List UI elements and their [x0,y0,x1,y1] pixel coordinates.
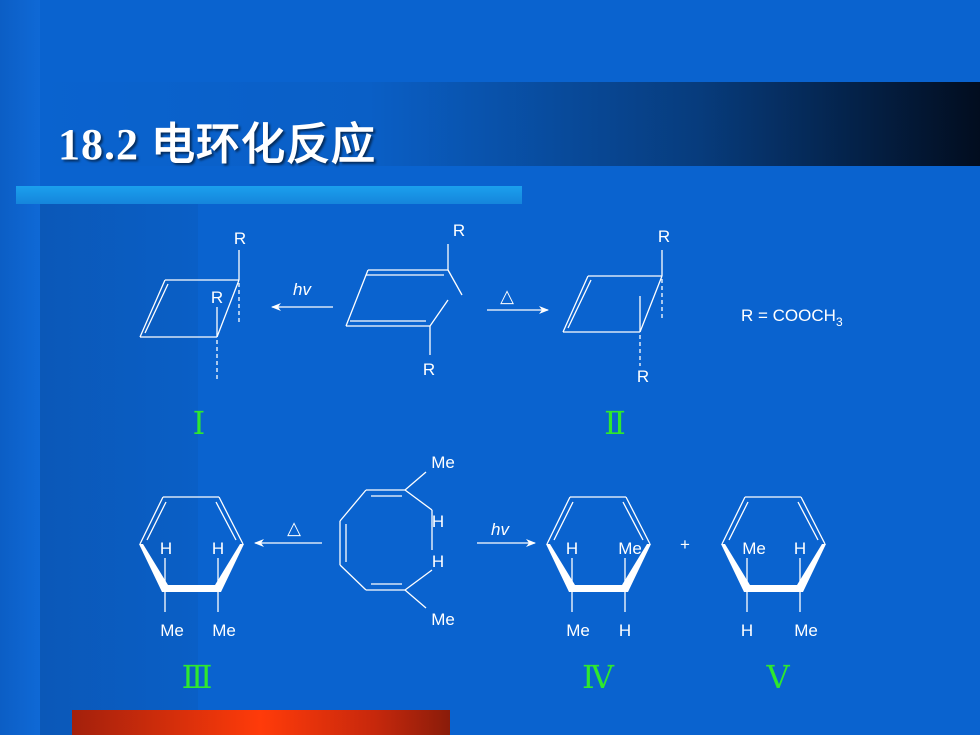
label-r-diene-top: R [453,221,465,240]
compound-label-IV: Ⅳ [582,659,615,695]
label-r-II-bottom: R [637,367,649,386]
label-r-definition: R = COOCH3 [741,306,843,329]
molecule-IV [546,496,651,612]
molecule-cyclooctatriene [339,471,433,609]
label-plus: + [680,535,690,554]
label-r-diene-bottom: R [423,360,435,379]
label-h-IV-bottom: H [619,621,631,640]
label-r-I-top: R [234,229,246,248]
label-me-V-top: Me [742,539,766,558]
molecule-diene [345,244,463,355]
molecule-III [139,496,244,612]
molecule-V [721,496,826,612]
compound-label-V: Ⅴ [765,659,790,695]
label-hv-2: hv [491,520,510,539]
wedges-III [139,544,244,592]
label-hv-1: hv [293,280,312,299]
molecule-II [562,250,663,366]
label-me-cot-top: Me [431,453,455,472]
accent-bar-top [16,186,522,204]
compound-label-II: Ⅱ [604,405,626,441]
slide-title: 18.2 电环化反应 [58,120,376,169]
title-band [40,82,980,166]
accent-bar-bottom [72,710,450,735]
label-h-cot-bottom: H [432,552,444,571]
label-h-IV-top: H [566,539,578,558]
background-inner-strip [40,200,198,735]
label-me-V-bottom: Me [794,621,818,640]
label-me-III-left: Me [160,621,184,640]
molecule-I [139,250,240,380]
label-me-cot-bottom: Me [431,610,455,629]
label-h-cot-top: H [432,512,444,531]
compound-label-I: Ⅰ [193,405,206,441]
label-me-IV-top: Me [618,539,642,558]
background-left-strip [0,0,40,735]
label-me-III-right: Me [212,621,236,640]
label-h-III-right: H [212,539,224,558]
label-h-V-top: H [794,539,806,558]
wedges-V [721,544,826,592]
label-r-I-mid: R [211,288,223,307]
wedges-IV [546,544,651,592]
label-me-IV-bottom: Me [566,621,590,640]
label-delta-1: △ [500,286,514,306]
label-delta-2: △ [287,518,301,538]
label-h-V-bottom: H [741,621,753,640]
compound-label-III: Ⅲ [182,659,213,695]
label-r-II-top: R [658,227,670,246]
label-h-III-left: H [160,539,172,558]
